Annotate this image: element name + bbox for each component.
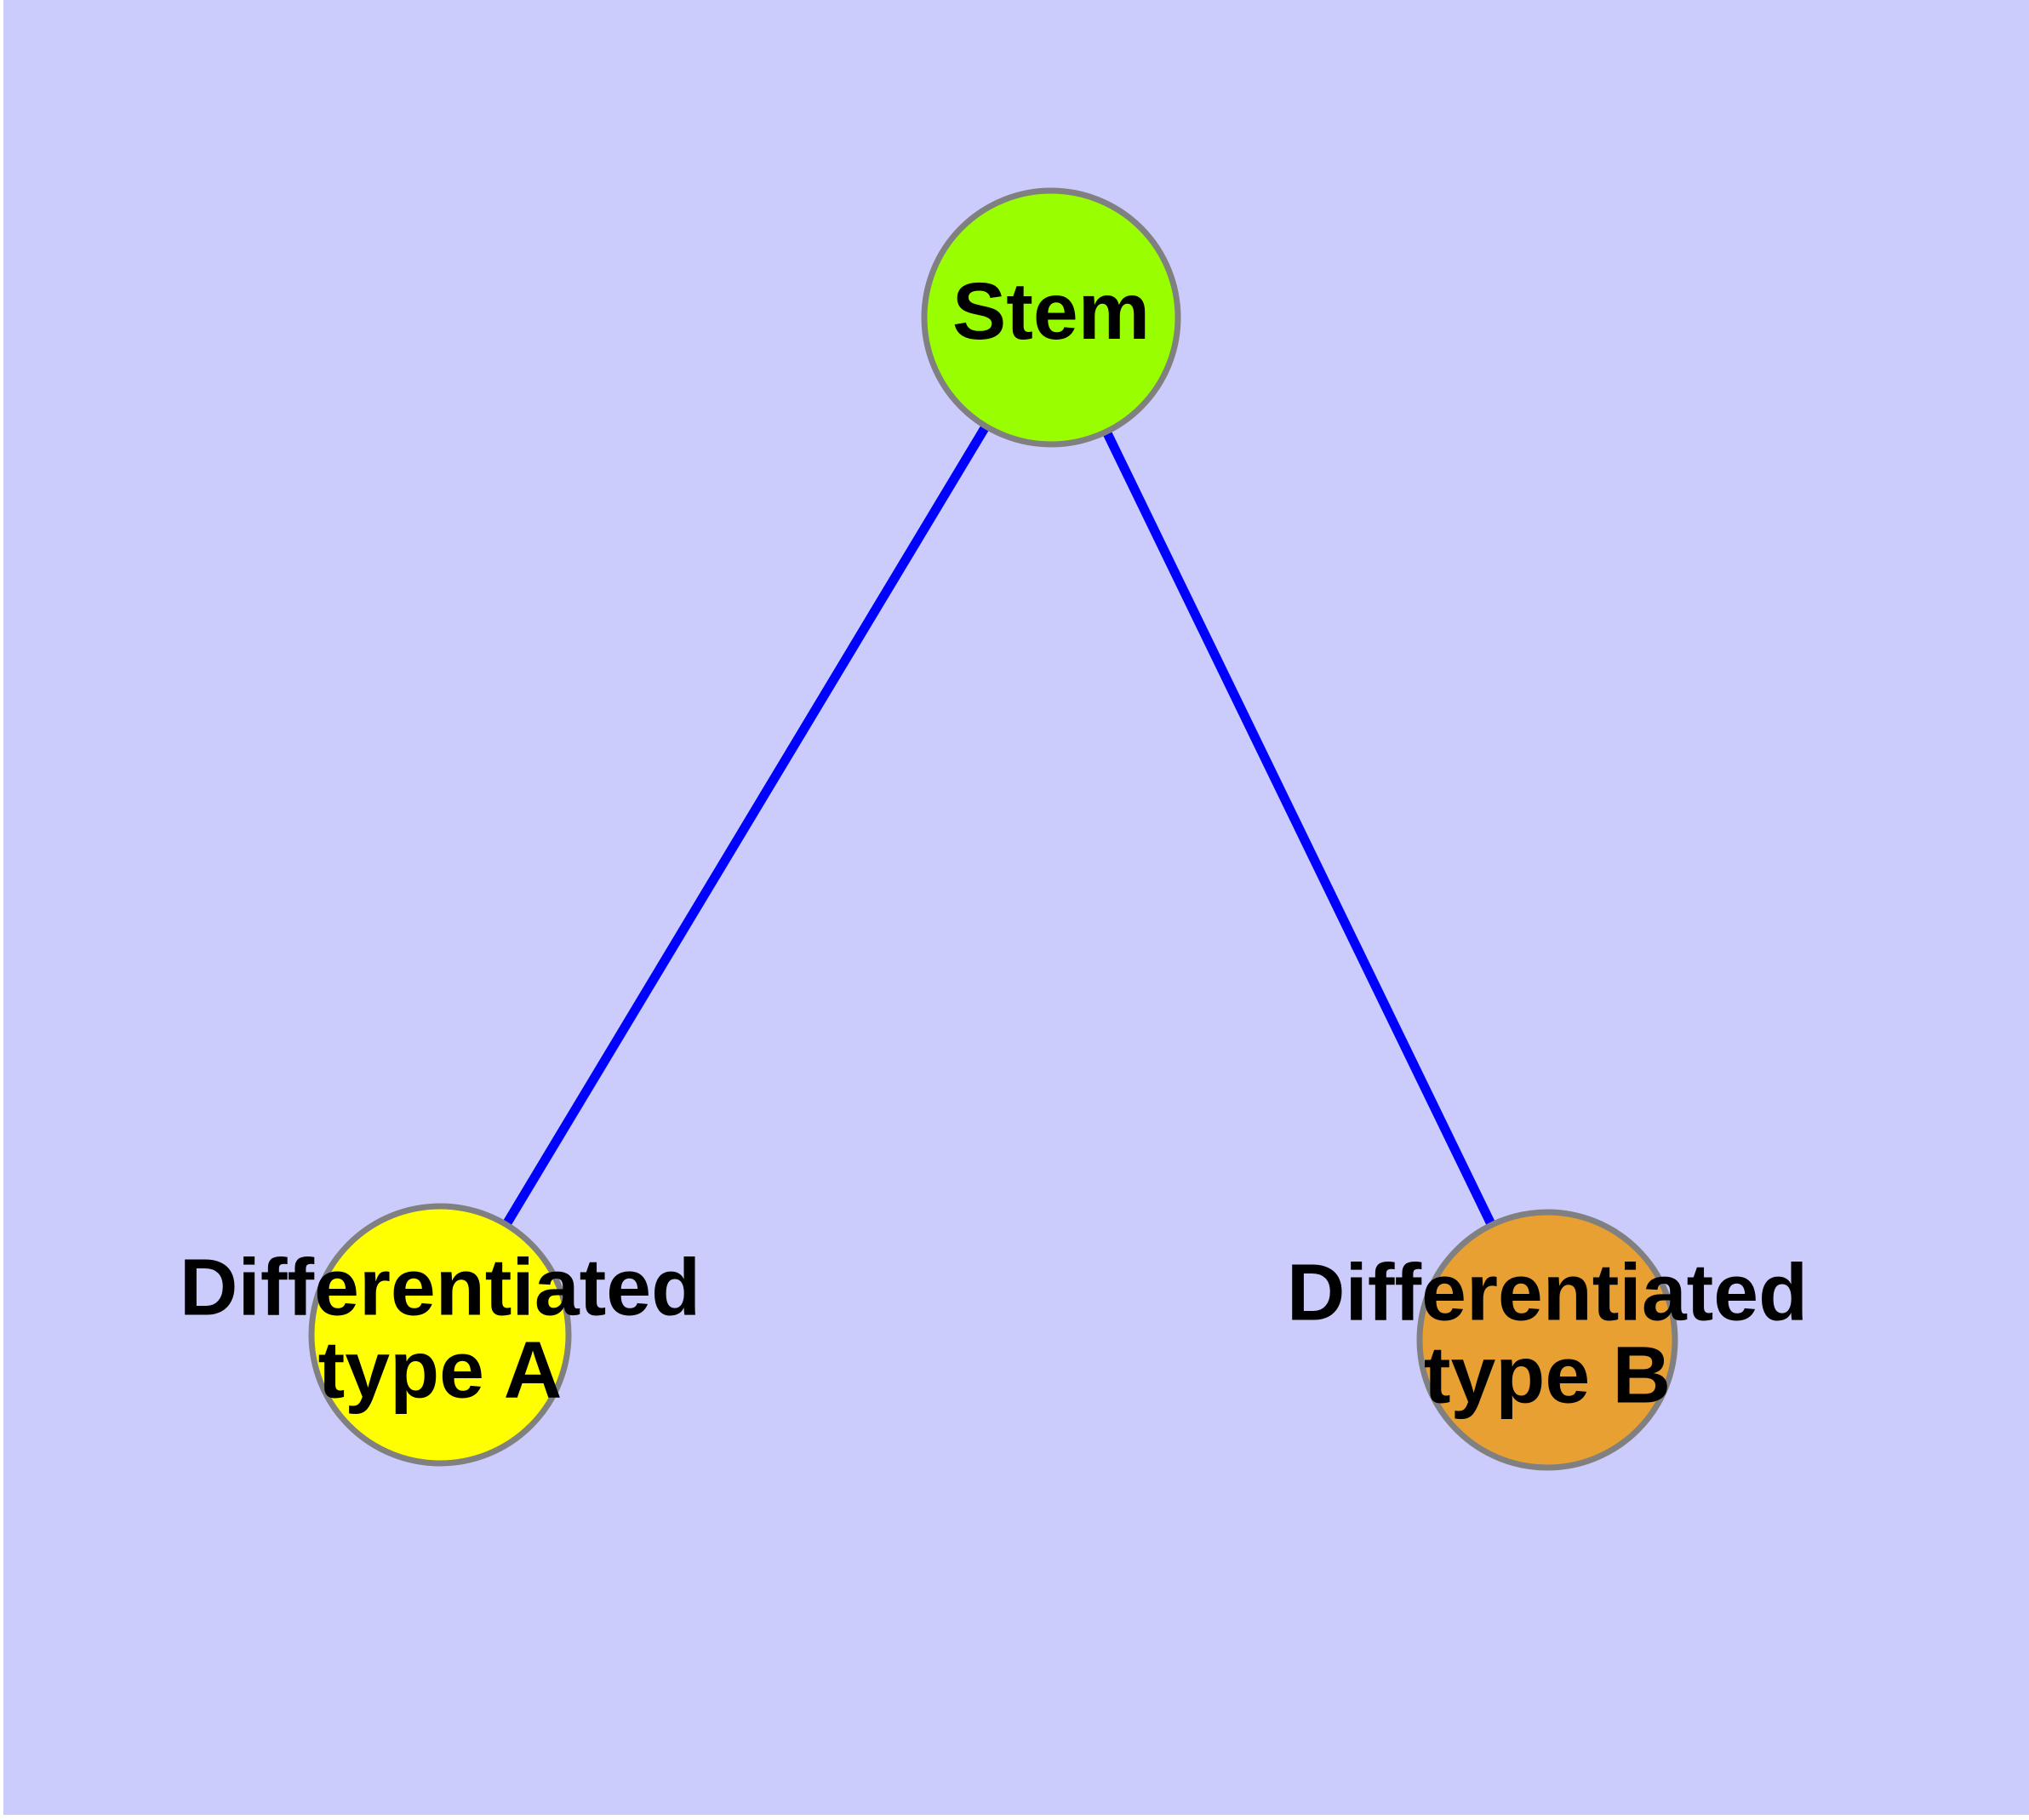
graph-edge[interactable] (502, 425, 990, 1227)
graph-node-diff_b[interactable] (1416, 1209, 1678, 1471)
nodes-layer (308, 187, 1678, 1471)
graph-node-label-line: type A (318, 1325, 563, 1416)
graph-node-label-line: type B (1424, 1331, 1671, 1421)
graph-node-label-line: Differentiated (1287, 1248, 1808, 1338)
graph-node-label-stem: Stem (952, 266, 1150, 357)
graph-node-label-line: Stem (952, 266, 1150, 357)
graph-node-label-line: Differentiated (180, 1243, 700, 1333)
graph-node-diff_a[interactable] (308, 1203, 572, 1467)
edges-layer (502, 425, 1495, 1227)
graph-node-stem[interactable] (921, 187, 1181, 448)
graph-edge[interactable] (1102, 430, 1495, 1227)
